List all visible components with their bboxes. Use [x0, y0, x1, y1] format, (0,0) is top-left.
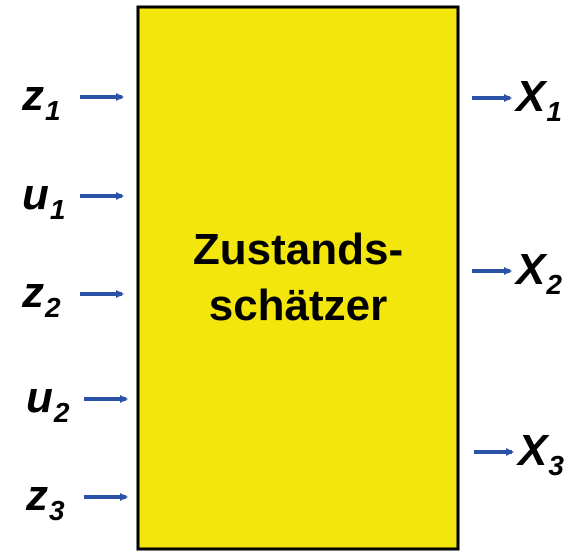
output-arrows [472, 94, 514, 456]
input-arrows [80, 93, 128, 501]
input-label-u1: u1 [22, 170, 66, 225]
state-estimator-block [136, 5, 460, 551]
block-label-line2: schätzer [208, 281, 388, 330]
input-label-z1: z1 [22, 71, 61, 126]
input-label-z3: z3 [26, 471, 65, 526]
block-label-line1: Zustands- [192, 225, 404, 274]
block-label: Zustands- schätzer [138, 222, 458, 334]
input-label-z2: z2 [22, 268, 61, 323]
output-label-x3: X3 [518, 426, 564, 481]
output-label-x1: X1 [516, 72, 562, 127]
output-label-x2: X2 [516, 245, 562, 300]
input-label-u2: u2 [26, 373, 70, 428]
